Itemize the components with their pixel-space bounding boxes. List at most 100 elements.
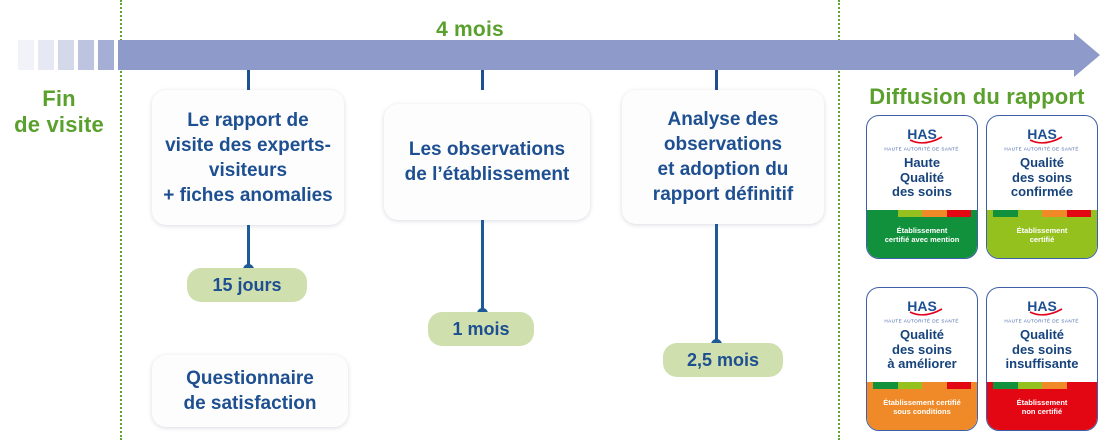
badge2-footer-text: Établissement certifié <box>1017 226 1068 245</box>
connector-line-step3 <box>715 224 718 344</box>
step-card-observations[interactable]: Les observations de l’établissement <box>384 104 590 220</box>
duration-pill-step1: 15 jours <box>187 268 307 302</box>
card1-line3: visiteurs <box>208 159 288 181</box>
scale-seg-orange <box>1042 382 1067 389</box>
card4-line1: Questionnaire <box>186 368 314 389</box>
timeline-fade-segment-3 <box>58 40 74 70</box>
duration-pill-step3: 2,5 mois <box>663 343 783 377</box>
badge1-title: Haute Qualité des soins <box>888 155 956 200</box>
connector-line-step1 <box>247 225 250 269</box>
step-card-observations-text: Les observations de l’établissement <box>405 137 570 187</box>
certification-badge-haute-qualite-des-soins[interactable]: HAS haute autorité de santé Haute Qualit… <box>866 115 978 259</box>
timeline-fade-segment-2 <box>38 40 54 70</box>
step-card-analyse-adoption-text: Analyse des observations et adoption du … <box>653 107 793 207</box>
badge1-top: HAS haute autorité de santé Haute Qualit… <box>867 116 977 210</box>
badge2-title-line1: Qualité <box>1019 155 1065 170</box>
timeline-arrowhead-icon <box>1074 33 1100 77</box>
label-fin-de-visite-line2: de visite <box>14 112 104 137</box>
scale-seg-orange <box>922 382 947 389</box>
badge3-title-line2: des soins <box>892 341 952 357</box>
card4-line2: de satisfaction <box>183 393 317 414</box>
badge4-footer-line1: Établissement <box>1016 397 1068 407</box>
scale-seg-red <box>946 210 971 217</box>
step-card-rapport-visite-text: Le rapport de visite des experts- visite… <box>163 108 333 208</box>
badge3-footer-text: Établissement certifié sous conditions <box>883 398 961 417</box>
badge4-footer-line2: non certifié <box>1021 407 1063 416</box>
card3-line1: Analyse des <box>667 109 779 130</box>
certification-badge-qualite-des-soins-a-ameliorer[interactable]: HAS haute autorité de santé Qualité des … <box>866 287 978 431</box>
scale-seg-red <box>1066 382 1091 389</box>
badge2-title-line2: des soins <box>1012 169 1072 185</box>
card1-line4: + fiches anomalies <box>163 184 333 206</box>
card1-line2: visite des experts- <box>165 134 331 156</box>
step-card-rapport-visite[interactable]: Le rapport de visite des experts- visite… <box>152 90 344 225</box>
divider-end-dotted-line <box>838 0 840 440</box>
label-fin-de-visite-line1: Fin <box>42 86 76 111</box>
svg-text:HAS: HAS <box>907 298 937 314</box>
certification-badge-qualite-des-soins-insuffisante[interactable]: HAS haute autorité de santé Qualité des … <box>986 287 1098 431</box>
scale-seg-lime <box>1017 382 1042 389</box>
has-logo-icon: HAS <box>894 297 950 318</box>
timeline-fade-segment-4 <box>78 40 94 70</box>
scale-seg-green <box>993 210 1018 217</box>
timeline-fade-segment-1 <box>18 40 34 70</box>
scale-seg-orange <box>1042 210 1067 217</box>
badge3-footer-line2: sous conditions <box>893 407 951 416</box>
card-questionnaire-text: Questionnaire de satisfaction <box>183 366 316 416</box>
card3-line2: observations <box>663 134 783 155</box>
timeline-tick-2 <box>481 70 484 90</box>
timeline-tick-3 <box>715 70 718 90</box>
badge1-title-line3: des soins <box>892 184 952 199</box>
connector-line-step2 <box>481 220 484 313</box>
scale-seg-green <box>993 382 1018 389</box>
label-total-duration: 4 mois <box>436 18 504 41</box>
has-logo-icon: HAS <box>1014 125 1070 146</box>
scale-seg-green <box>873 210 898 217</box>
timeline-bar <box>118 40 1076 70</box>
badge1-footer-line1: Établissement <box>896 225 948 235</box>
has-logo-subtitle: haute autorité de santé <box>884 146 960 152</box>
badge2-title: Qualité des soins confirmée <box>1007 155 1077 200</box>
divider-start-dotted-line <box>120 0 122 440</box>
badge4-title: Qualité des soins insuffisante <box>1002 327 1083 372</box>
badge2-footer: Établissement certifié <box>987 210 1097 258</box>
card-questionnaire-satisfaction[interactable]: Questionnaire de satisfaction <box>152 355 348 427</box>
badge2-footer-line2: certifié <box>1029 235 1055 244</box>
duration-pill-step2: 1 mois <box>428 312 534 346</box>
scale-seg-lime <box>897 210 922 217</box>
badge3-footer-line1: Établissement certifié <box>883 397 961 407</box>
svg-text:HAS: HAS <box>1027 298 1057 314</box>
step-card-analyse-adoption[interactable]: Analyse des observations et adoption du … <box>622 90 824 224</box>
card3-line4: rapport définitif <box>652 184 794 205</box>
badge1-title-line1: Haute <box>903 155 941 170</box>
card2-line1: Les observations <box>408 139 566 160</box>
svg-text:HAS: HAS <box>1027 126 1057 142</box>
badge1-scale-bar <box>873 210 971 217</box>
badge4-footer: Établissement non certifié <box>987 382 1097 430</box>
badge3-top: HAS haute autorité de santé Qualité des … <box>867 288 977 382</box>
badge1-title-line2: Qualité <box>899 169 945 185</box>
has-logo-icon: HAS <box>894 125 950 146</box>
has-logo-icon: HAS <box>1014 297 1070 318</box>
badge1-footer-line2: certifié avec mention <box>884 235 960 244</box>
badge4-title-line1: Qualité <box>1019 327 1065 342</box>
card1-line1: Le rapport de <box>187 109 309 131</box>
has-logo-subtitle: haute autorité de santé <box>884 318 960 324</box>
label-diffusion-du-rapport: Diffusion du rapport <box>869 84 1085 109</box>
badge4-top: HAS haute autorité de santé Qualité des … <box>987 288 1097 382</box>
has-logo-subtitle: haute autorité de santé <box>1004 318 1080 324</box>
scale-seg-lime <box>897 382 922 389</box>
scale-seg-green <box>873 382 898 389</box>
badge3-title-line3: à améliorer <box>887 356 957 371</box>
badge4-title-line2: des soins <box>1012 341 1072 357</box>
timeline-fade-segment-5 <box>98 40 114 70</box>
timeline-arrow <box>18 33 1100 77</box>
certification-badge-qualite-des-soins-confirmee[interactable]: HAS haute autorité de santé Qualité des … <box>986 115 1098 259</box>
badge2-footer-line1: Établissement <box>1016 225 1068 235</box>
badge3-title: Qualité des soins à améliorer <box>883 327 960 372</box>
svg-text:HAS: HAS <box>907 126 937 142</box>
timeline-tick-1 <box>247 70 250 90</box>
badge4-title-line3: insuffisante <box>1005 356 1079 371</box>
card2-line2: de l’établissement <box>404 164 570 185</box>
badge3-title-line1: Qualité <box>899 327 945 342</box>
